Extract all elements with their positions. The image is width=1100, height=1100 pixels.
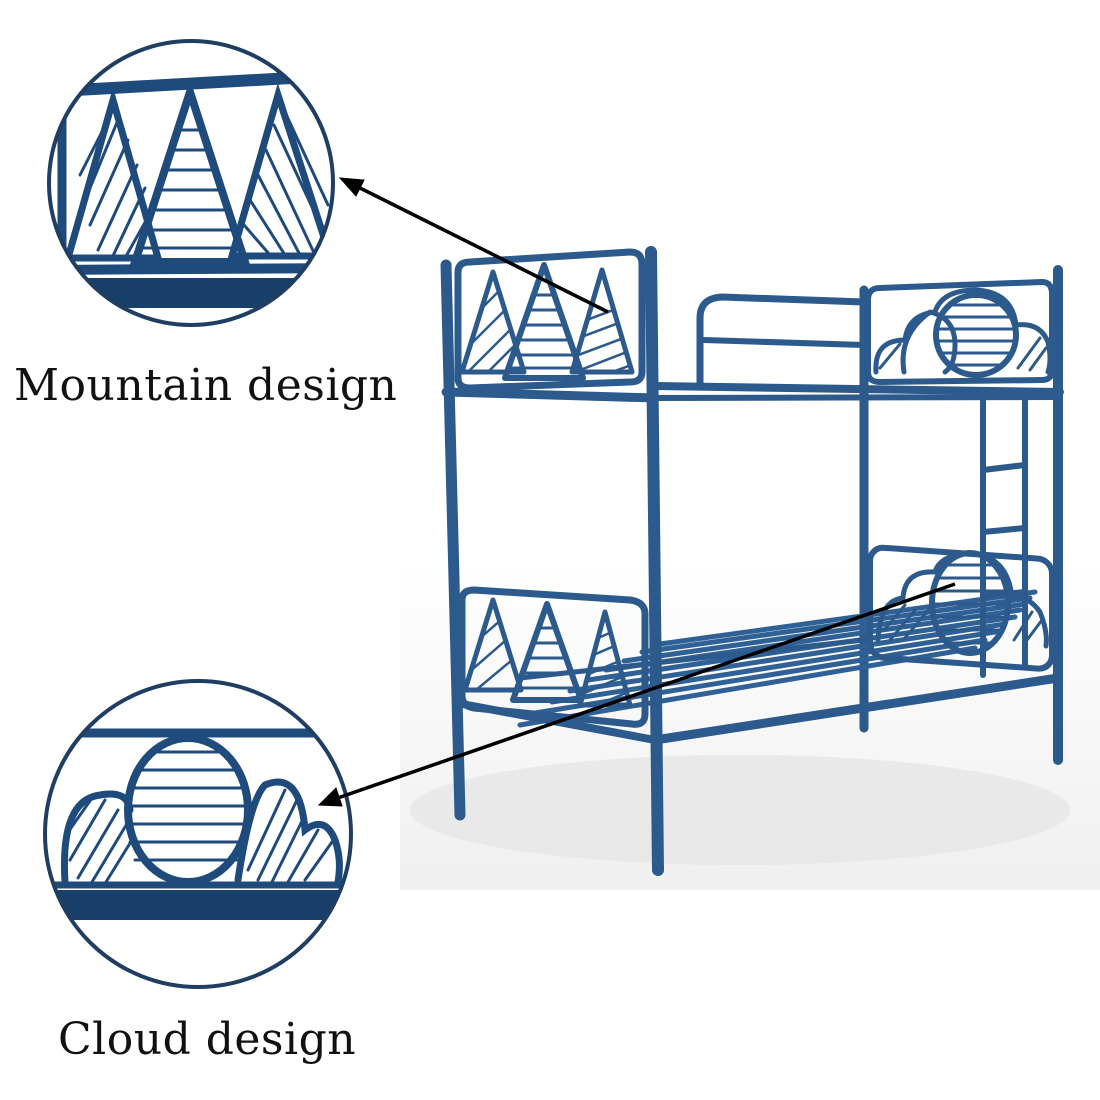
- mountain-design-label: Mountain design: [14, 360, 398, 411]
- bunk-bed: [440, 246, 1064, 876]
- cloud-design-label: Cloud design: [58, 1014, 357, 1065]
- upper-side-rail-bottom: [652, 394, 1063, 401]
- mountain-callout-detail: [47, 39, 335, 327]
- upper-cloud-panel: [865, 279, 1055, 385]
- lower-back-rail: [517, 637, 867, 681]
- upper-front-rail: [441, 387, 660, 403]
- upper-mountain-panel: [454, 248, 646, 392]
- ladder: [980, 395, 1028, 678]
- lower-side-rail: [650, 673, 1063, 745]
- cloud-arrow: [317, 582, 956, 807]
- front-right-post: [645, 246, 664, 876]
- cloud-callout-detail: [43, 679, 353, 989]
- upper-side-rail-top: [651, 382, 1064, 396]
- front-left-post: [440, 259, 466, 821]
- upper-guard-rail: [696, 293, 868, 389]
- mountain-arrow: [338, 177, 609, 314]
